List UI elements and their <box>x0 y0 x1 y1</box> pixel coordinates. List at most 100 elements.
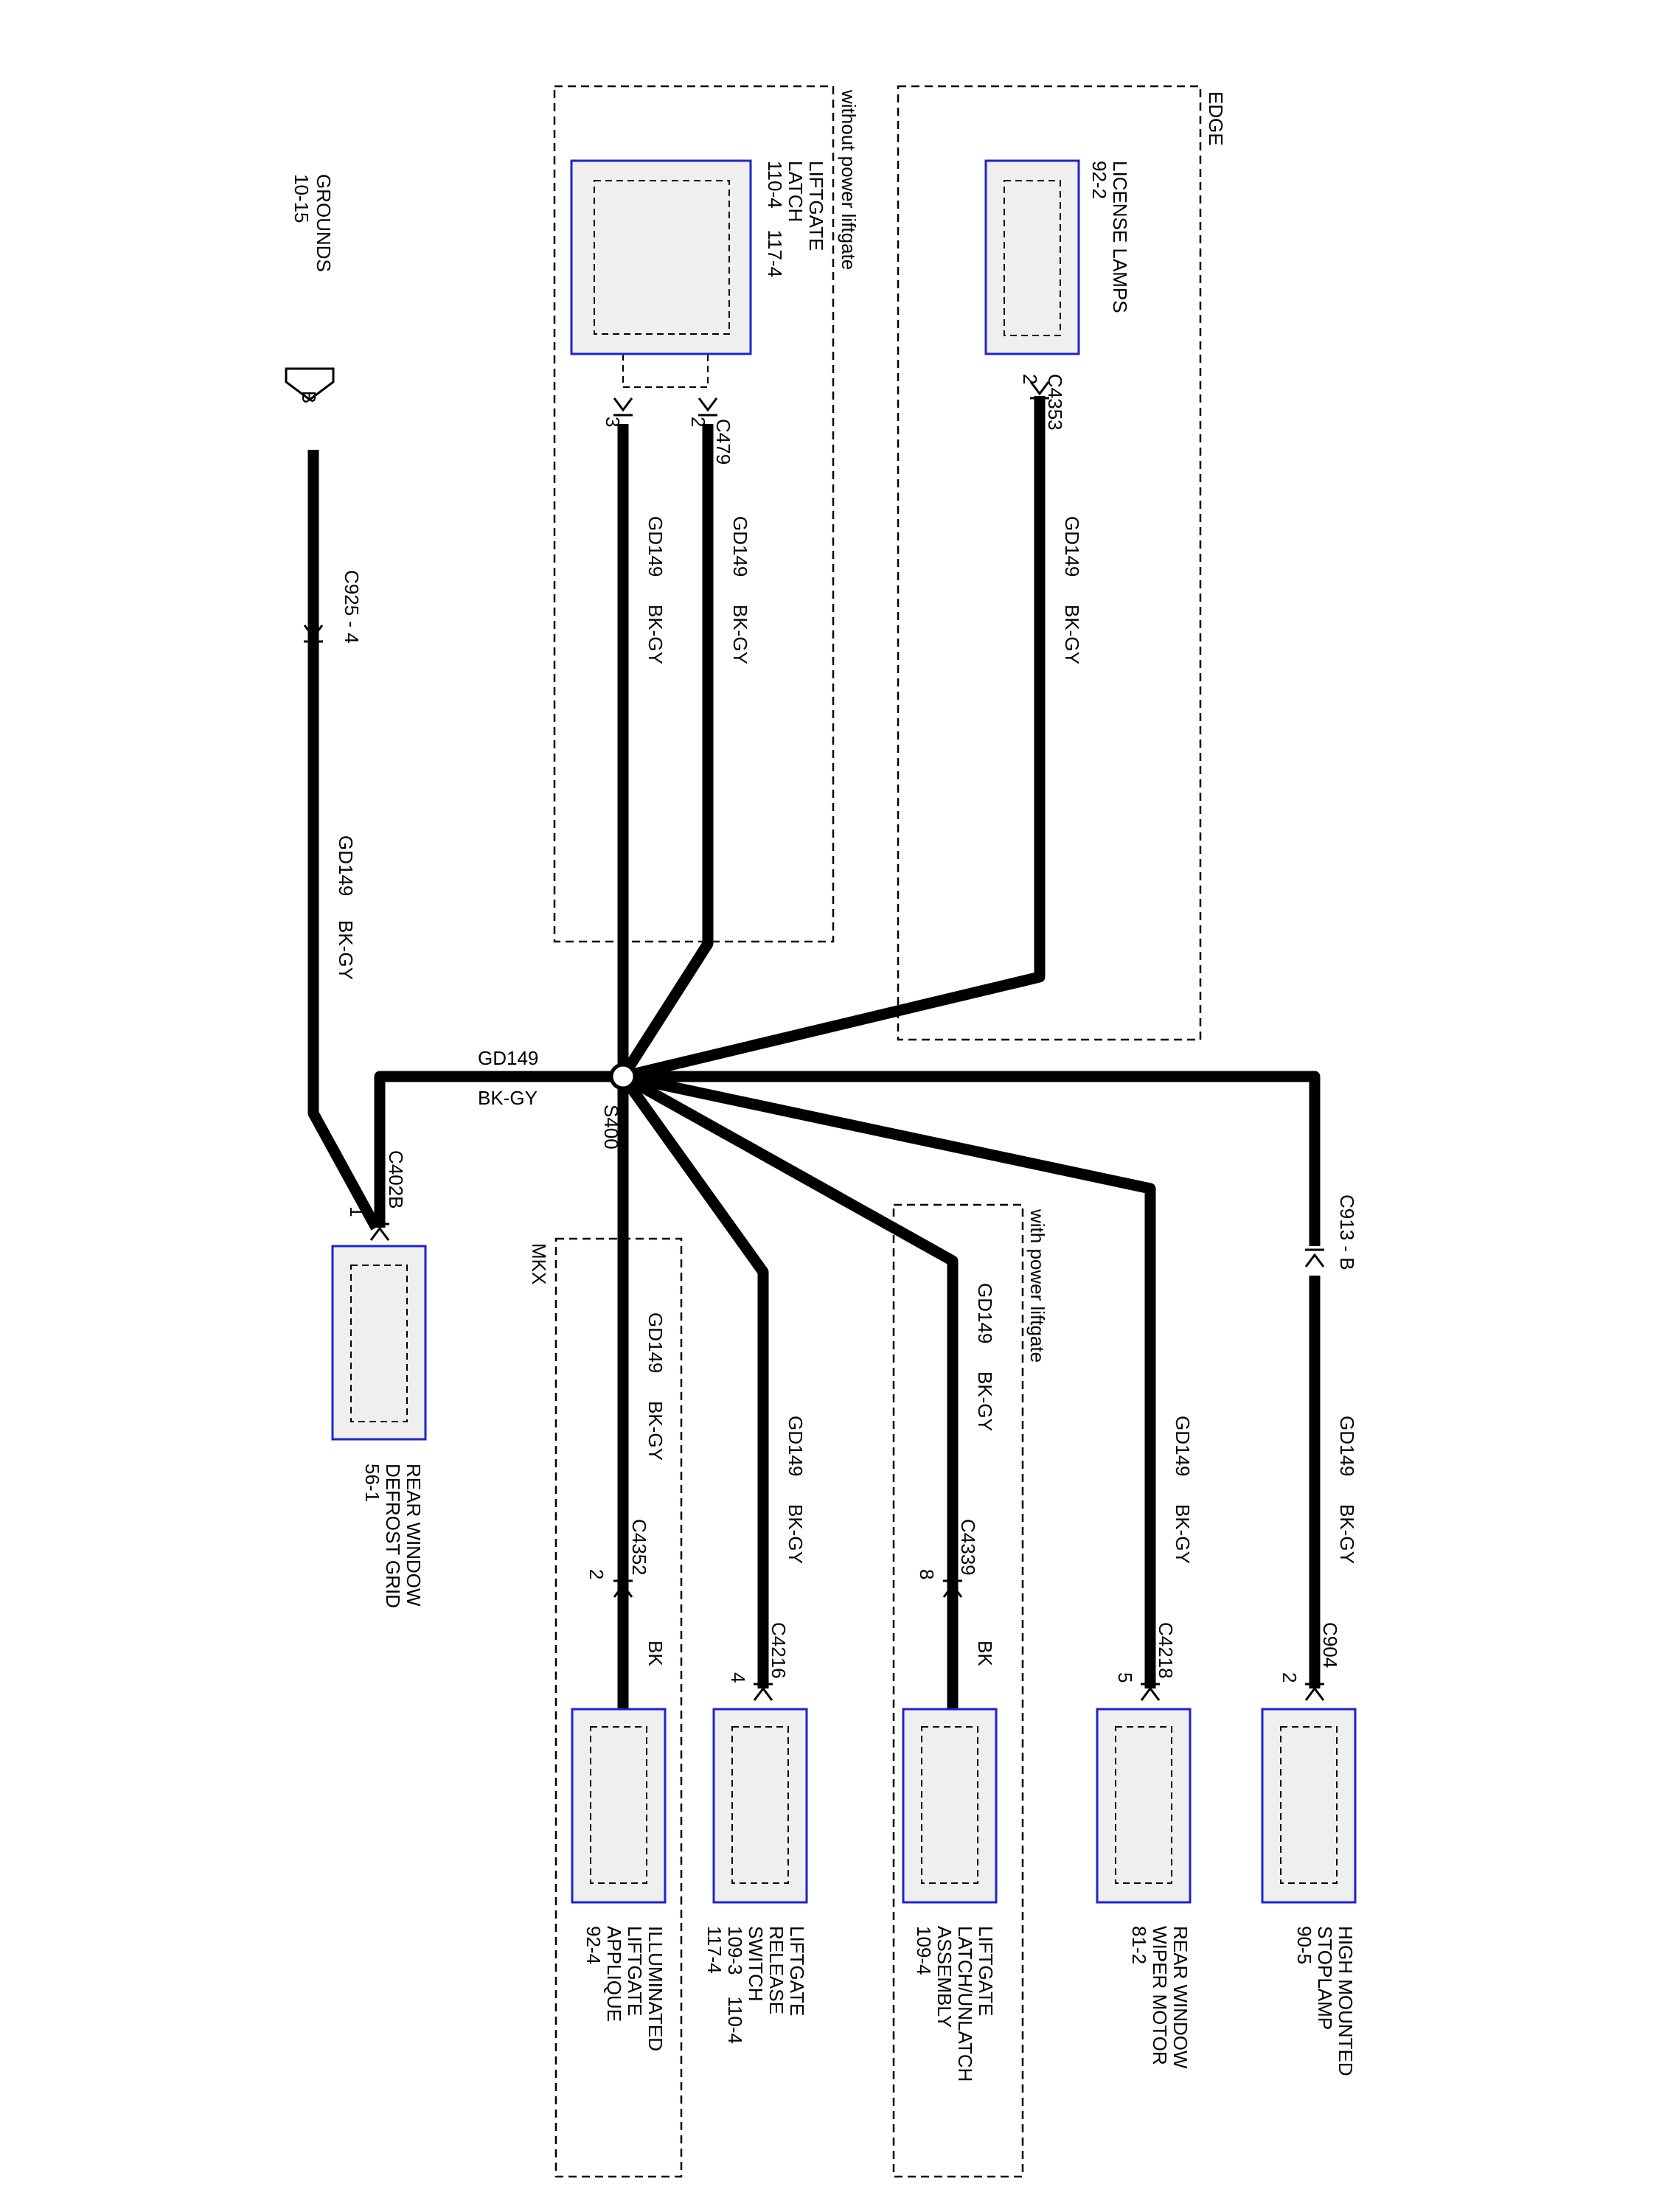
label-illuminated-applique-line3: APPLIQUE <box>603 1926 625 2022</box>
label-illuminated-applique-line2: LIFTGATE <box>624 1926 646 2016</box>
label-c4339: C4339 <box>957 1519 979 1576</box>
label-license-color: BK-GY <box>1061 605 1083 664</box>
label-latch-b-circuit: GD149 <box>729 516 751 577</box>
label-c402b-pin: 1 <box>346 1206 368 1217</box>
label-liftgate-latch: LIFTGATE LATCH 110-4 117-4 <box>764 161 827 277</box>
label-c904: C904 <box>1319 1622 1341 1668</box>
label-license-lamps-line1: LICENSE LAMPS <box>1109 161 1131 313</box>
label-power-color: BK-GY <box>974 1371 996 1431</box>
label-license-lamps: LICENSE LAMPS 92-2 <box>1088 161 1131 313</box>
label-c4216: C4216 <box>768 1622 790 1679</box>
label-mkx-circuit: GD149 <box>644 1312 667 1373</box>
zone-label-with-power-liftgate: with power liftgate <box>1026 1208 1048 1363</box>
component-latch-assembly <box>902 1708 998 1904</box>
connector-c4218 <box>1140 1683 1161 1701</box>
connector-c925 <box>303 625 324 643</box>
label-stoplamp-line1: HIGH MOUNTED <box>1335 1926 1357 2076</box>
label-latch-assembly-line1: LIFTGATE <box>975 1926 997 2016</box>
label-liftgate-latch-line2: LATCH <box>785 161 807 222</box>
zone-label-edge: EDGE <box>1205 91 1227 146</box>
connector-c479 <box>613 354 718 417</box>
label-latch-assembly-line2: LATCH/UNLATCH <box>954 1926 976 2081</box>
label-c4352-pin: 2 <box>585 1569 608 1579</box>
ground-flag-label: B <box>298 391 320 403</box>
label-splice-name: S400 <box>600 1105 622 1150</box>
label-illuminated-applique-line4: 92-4 <box>582 1926 605 1964</box>
label-rear-defrost-line3: 56-1 <box>361 1464 383 1502</box>
label-latch-assembly-line3: ASSEMBLY <box>933 1926 956 2028</box>
label-ground-color: BK-GY <box>335 920 357 980</box>
label-release-switch-line4: 109-3 110-4 <box>724 1926 746 2044</box>
label-splice-color: BK-GY <box>478 1087 538 1109</box>
zone-label-mkx: MKX <box>528 1243 550 1284</box>
label-c402b: C402B <box>385 1150 407 1209</box>
grounds-page: 10-15 <box>291 174 313 223</box>
label-liftgate-latch-line1: LIFTGATE <box>805 161 827 251</box>
label-c925: C925 - 4 <box>341 570 363 644</box>
label-wiper-motor-line3: 81-2 <box>1128 1926 1150 1964</box>
label-wiper-motor-line1: REAR WINDOW <box>1169 1926 1192 2069</box>
label-c4218-pin: 5 <box>1114 1672 1136 1683</box>
label-stoplamp-line3: 90-5 <box>1293 1926 1315 1964</box>
label-release-switch-line5: 117-4 <box>703 1926 726 1974</box>
label-latch-a-circuit: GD149 <box>644 516 667 577</box>
label-wiper-motor-line2: WIPER MOTOR <box>1149 1926 1171 2065</box>
label-c913: C913 - B <box>1336 1194 1358 1270</box>
label-latch-assembly: LIFTGATE LATCH/UNLATCH ASSEMBLY 109-4 <box>913 1926 997 2081</box>
label-c4353: C4353 <box>1044 374 1066 431</box>
label-rear-defrost-line1: REAR WINDOW <box>403 1464 425 1607</box>
label-c479: C479 <box>712 419 734 465</box>
label-ground-circuit: GD149 <box>335 835 357 896</box>
label-bk-power: BK <box>974 1641 996 1666</box>
label-rear-defrost: REAR WINDOW DEFROST GRID 56-1 <box>361 1464 425 1608</box>
zone-with-power-liftgate <box>892 1203 1024 2178</box>
connector-c4353 <box>1029 381 1050 400</box>
label-wiper-color: BK-GY <box>1172 1504 1194 1564</box>
label-wiper-circuit: GD149 <box>1172 1416 1194 1476</box>
label-release-color: BK-GY <box>785 1504 807 1564</box>
label-license-lamps-line2: 92-2 <box>1088 161 1110 199</box>
label-c4352: C4352 <box>628 1519 650 1576</box>
label-stoplamp-line2: STOPLAMP <box>1314 1926 1336 2030</box>
zone-without-power-liftgate <box>553 85 835 943</box>
label-c4218: C4218 <box>1155 1622 1177 1679</box>
connector-c4352 <box>613 1579 633 1598</box>
label-stop-color: BK-GY <box>1336 1504 1358 1564</box>
label-bk-mkx: BK <box>644 1641 667 1666</box>
label-rear-defrost-line2: DEFROST GRID <box>382 1464 404 1608</box>
connector-c913 <box>1304 1248 1325 1267</box>
label-latch-a-color: BK-GY <box>644 605 667 664</box>
label-release-switch: LIFTGATE RELEASE SWITCH 109-3 110-4 117-… <box>703 1926 808 2044</box>
label-release-switch-line2: RELEASE <box>765 1926 787 2014</box>
label-illuminated-applique-line1: ILLUMINATED <box>644 1926 667 2051</box>
label-c4339-pin: 8 <box>916 1569 938 1579</box>
wire-ground <box>307 450 381 1231</box>
label-power-circuit: GD149 <box>974 1283 996 1343</box>
component-release-switch <box>712 1708 808 1904</box>
label-latch-b-color: BK-GY <box>729 605 751 664</box>
label-wiper-motor: REAR WINDOW WIPER MOTOR 81-2 <box>1128 1926 1192 2069</box>
connector-c4216 <box>753 1683 773 1701</box>
wire-to-ground-from-splice <box>374 1071 623 1228</box>
label-stop-circuit: GD149 <box>1336 1416 1358 1476</box>
wire-latch-assembly <box>620 1071 959 1711</box>
label-release-circuit: GD149 <box>785 1416 807 1476</box>
wire-latch-b <box>618 424 714 1080</box>
label-c904-pin: 2 <box>1279 1672 1301 1683</box>
label-mkx-color: BK-GY <box>644 1401 667 1461</box>
label-c4216-pin: 4 <box>727 1672 749 1683</box>
label-splice-circuit: GD149 <box>478 1047 538 1069</box>
zone-label-without-power-liftgate: without power liftgate <box>838 89 860 270</box>
label-c4353-pin: 2 <box>1019 374 1041 384</box>
component-license-lamps <box>984 159 1080 355</box>
label-license-circuit: GD149 <box>1061 516 1083 577</box>
label-latch-assembly-line4: 109-4 <box>913 1926 935 1975</box>
grounds-title: GROUNDS <box>313 174 335 272</box>
label-liftgate-latch-line3: 110-4 117-4 <box>764 161 786 277</box>
wire-release-switch <box>618 1073 769 1688</box>
connector-c4339 <box>942 1579 963 1598</box>
component-wiper-motor <box>1096 1708 1192 1904</box>
wire-stoplamp <box>623 1071 1321 1246</box>
label-c479-pin-a: 2 <box>687 417 709 427</box>
